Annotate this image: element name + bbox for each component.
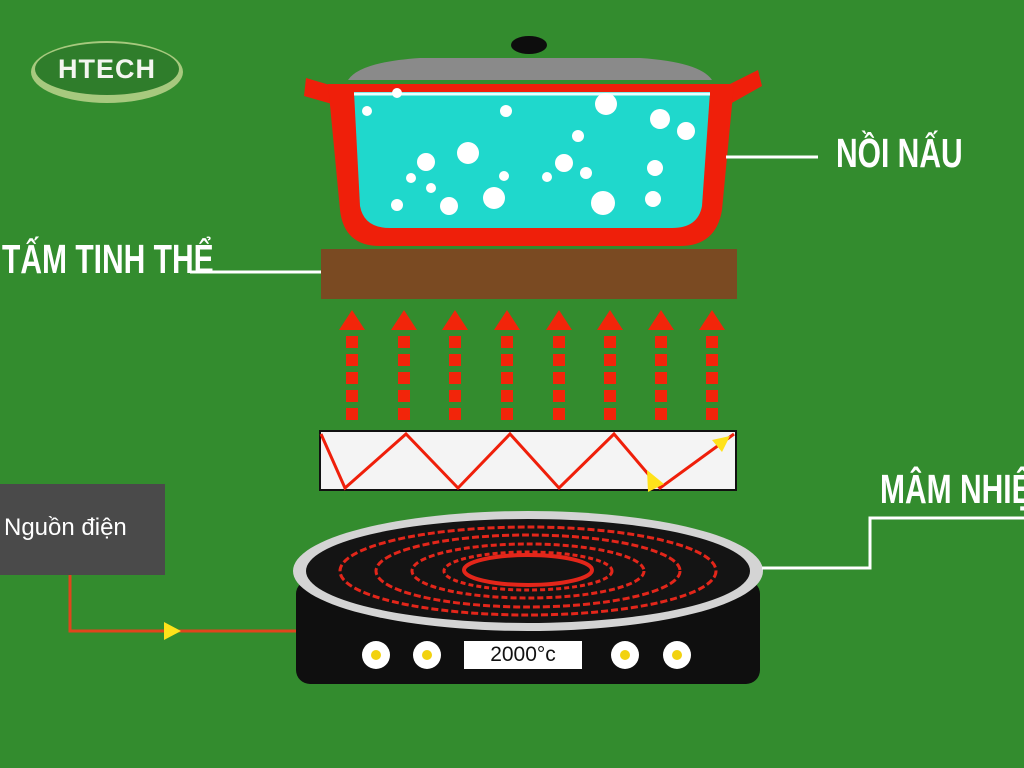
lid-knob [511, 36, 547, 54]
heating-coils [338, 525, 718, 617]
heat-arrow [494, 310, 520, 420]
flow-arrow [712, 436, 730, 452]
heat-arrow [546, 310, 572, 420]
zigzag-current [319, 431, 735, 491]
heat-arrow [597, 310, 623, 420]
htech-logo-shape [31, 41, 183, 103]
tray-leader-line [762, 516, 1024, 570]
heat-arrow [391, 310, 417, 420]
pot-water [354, 92, 710, 228]
temperature-display: 2000°c [464, 641, 582, 669]
crystal-plate [321, 249, 737, 299]
power-wire [68, 575, 296, 633]
power-source-label: Nguồn điện [4, 514, 127, 541]
boiling-bubbles [362, 88, 695, 215]
power-flow-arrow [164, 622, 181, 640]
heat-tray-label: MÂM NHIỆT [880, 468, 1024, 513]
power-source-box: Nguồn điện [0, 484, 165, 575]
heat-arrow [699, 310, 725, 420]
induction-stove [293, 511, 763, 684]
heat-arrow [648, 310, 674, 420]
cooking-pot [304, 36, 762, 246]
heat-arrow [442, 310, 468, 420]
heat-arrow [339, 310, 365, 420]
control-knobs [362, 641, 691, 669]
heat-arrows [339, 310, 725, 420]
logo-text: HTECH [58, 54, 156, 84]
htech-logo: HTECH [30, 40, 184, 100]
flow-arrow [647, 470, 664, 492]
pot-label: NỒI NẤU [836, 132, 963, 177]
crystal-plate-label: TẤM TINH THỂ [2, 238, 214, 283]
pot-lid [348, 58, 712, 80]
coil-panel [319, 430, 737, 492]
